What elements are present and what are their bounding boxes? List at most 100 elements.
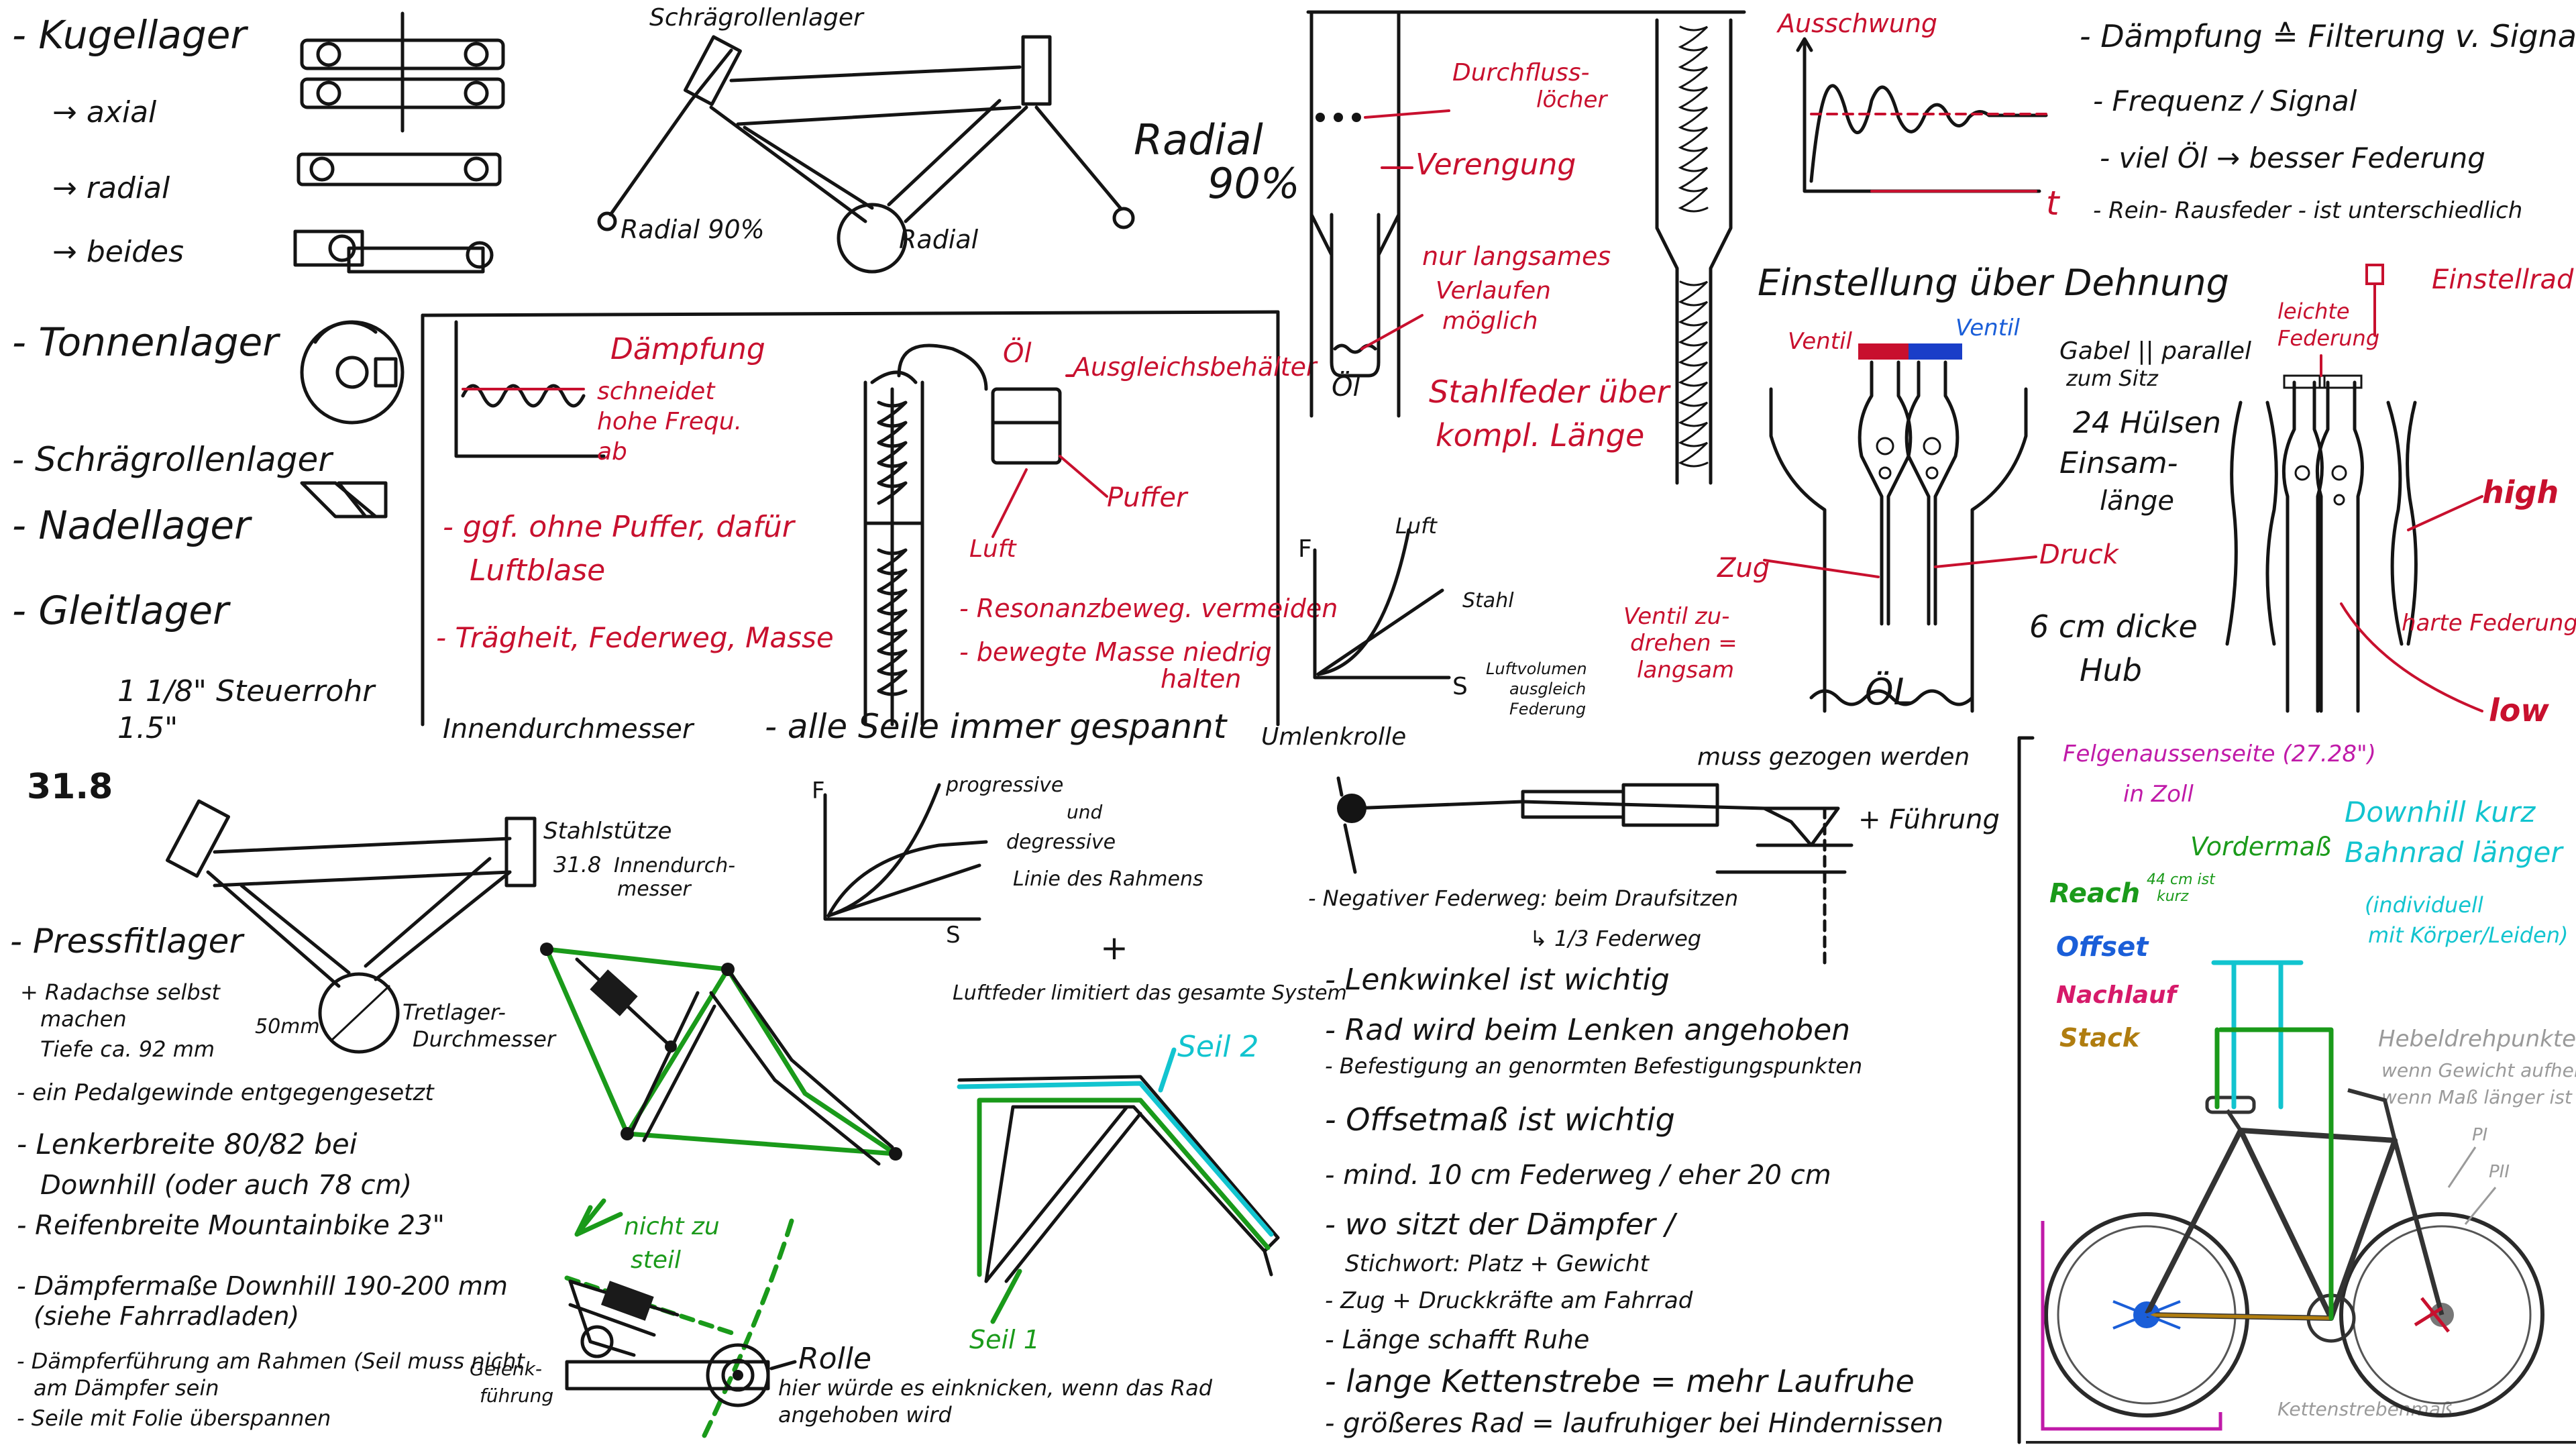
langsam-label: nur langsames bbox=[1422, 241, 1611, 271]
tretlager-label: Tretlager- bbox=[402, 1000, 506, 1025]
gelenk-label: Gelenk- bbox=[470, 1358, 542, 1380]
prog-graph-s: S bbox=[946, 922, 961, 949]
dreh-label-3: wenn Maß länger ist bbox=[2381, 1086, 2573, 1108]
lower-top-tube bbox=[213, 837, 512, 854]
schraegrollenlager-caption: Schrägrollenlager bbox=[649, 4, 865, 32]
rad-label: - Rad wird beim Lenken angehoben bbox=[1325, 1013, 1850, 1047]
hl-left-stanchion bbox=[2225, 400, 2243, 646]
gleitlager-label: - Gleitlager bbox=[12, 588, 231, 633]
tretlager-label-2: Durchmesser bbox=[413, 1026, 557, 1052]
luftfeder-label: Luftfeder limitiert das gesamte System bbox=[953, 981, 1347, 1005]
seile-label: - alle Seile immer gespannt bbox=[765, 707, 1228, 746]
head-tube-bearing bbox=[683, 35, 742, 107]
stahl-label: Stahlfeder über bbox=[1429, 374, 1672, 410]
front-wheel bbox=[2339, 1212, 2544, 1417]
dreh-label-2: wenn Gewicht aufhebt, bbox=[2381, 1059, 2576, 1081]
hier-label: hier würde es einknicken, wenn das Rad bbox=[778, 1375, 1213, 1401]
saddle bbox=[2205, 1095, 2256, 1114]
nadellager-label: - Nadellager bbox=[12, 502, 252, 548]
stahl-label-2: kompl. Länge bbox=[1436, 417, 1644, 453]
lower-seat-tube bbox=[374, 870, 512, 981]
stahl-innen-label-2: messer bbox=[617, 877, 692, 901]
reach-note-2: kurz bbox=[2157, 888, 2189, 905]
traegheit-label: - Trägheit, Federweg, Masse bbox=[436, 621, 834, 654]
puffer-label: Puffer bbox=[1107, 482, 1189, 513]
und-label: und bbox=[1067, 801, 1102, 823]
ventil-blue-label: Ventil bbox=[1955, 315, 2021, 341]
luft-label: Luft bbox=[969, 535, 1018, 563]
steerer-label-2: 1.5" bbox=[117, 711, 178, 745]
rein-raus-label: - Rein- Rausfeder - ist unterschiedlich bbox=[2093, 197, 2522, 224]
zugdruck-label: - Zug + Druckkräfte am Fahrrad bbox=[1325, 1287, 1693, 1314]
ventil-drehen-label-3: langsam bbox=[1637, 657, 1734, 684]
masse-label: - bewegte Masse niedrig bbox=[959, 637, 1272, 667]
bearing-sketches bbox=[293, 11, 505, 519]
huelsen-label-2: Einsam- bbox=[2059, 446, 2178, 480]
reach-green-lines bbox=[2218, 1027, 2334, 1321]
signal-wave bbox=[1809, 84, 2048, 183]
lower-left-frame: Stahlstütze 31.8 Innendurch- messer 50mm… bbox=[165, 799, 735, 1054]
lenker-label-2: Downhill (oder auch 78 cm) bbox=[40, 1170, 412, 1201]
mind-label: - mind. 10 cm Federweg / eher 20 cm bbox=[1325, 1160, 1831, 1191]
druck-label: Druck bbox=[2039, 539, 2120, 570]
fuehrung-label: - Dämpferführung am Rahmen (Seil muss ni… bbox=[17, 1348, 525, 1374]
adjust-oel: ÖL bbox=[1865, 671, 1914, 713]
lower-left-notes: - Pressfitlager + Radachse selbst machen… bbox=[10, 922, 525, 1431]
hier-label-2: angehoben wird bbox=[778, 1402, 952, 1428]
p2-label: PII bbox=[2489, 1162, 2510, 1182]
damping-graph-wave bbox=[461, 384, 586, 408]
cable-frame-diagonal bbox=[984, 1105, 1129, 1283]
pedal-label: - ein Pedalgewinde entgegengesetzt bbox=[17, 1079, 435, 1106]
lenker-label: - Lenkerbreite 80/82 bei bbox=[17, 1128, 358, 1161]
offset-label: Offset bbox=[2056, 932, 2149, 963]
linkage-shock-body bbox=[590, 969, 638, 1016]
langsam-label-2: Verlaufen bbox=[1436, 277, 1551, 305]
offset-note: - Offsetmaß ist wichtig bbox=[1325, 1102, 1675, 1138]
dreh-label: Hebeldrehpunkte bbox=[2378, 1026, 2576, 1053]
zug-label: Zug bbox=[1717, 553, 1770, 584]
schneidet-label: schneidet bbox=[597, 378, 716, 405]
schneidet-label-3: ab bbox=[597, 438, 627, 466]
umlenkrolle-label: Umlenkrolle bbox=[1261, 723, 1406, 751]
linkage-sketches: F S progressive und degressive Linie des… bbox=[470, 773, 1347, 1438]
ventil-drehen-label: Ventil zu- bbox=[1623, 603, 1729, 630]
frequenz-label: - Frequenz / Signal bbox=[2093, 85, 2357, 117]
low-label: low bbox=[2489, 692, 2549, 729]
shock-spring bbox=[877, 400, 908, 505]
gabel-label: Gabel || parallel bbox=[2059, 337, 2251, 365]
damping-box-top-line bbox=[421, 310, 1280, 317]
frame-sketch-top: Schrägrollenlager Radial 90% Radial Radi… bbox=[597, 4, 1300, 274]
fork-oel-label: Öl bbox=[1332, 370, 1360, 402]
cartridge-left bbox=[1858, 360, 1884, 626]
radial-big-label: Radial bbox=[1134, 115, 1263, 164]
fuehrung-label-2: am Dämpfer sein bbox=[34, 1375, 219, 1401]
huelsen-label: 24 Hülsen bbox=[2073, 406, 2221, 440]
bike-fork bbox=[2392, 1140, 2445, 1316]
reservoir-hose bbox=[897, 343, 988, 391]
gabel-label-2: zum Sitz bbox=[2065, 366, 2159, 391]
barrel-bearing-icon bbox=[300, 320, 405, 425]
laenge-label: - Länge schafft Ruhe bbox=[1325, 1325, 1589, 1354]
hub-label-2: Hub bbox=[2080, 652, 2142, 688]
huelsen-label-3: länge bbox=[2100, 486, 2174, 517]
fork-graph-note-3: Federung bbox=[1509, 700, 1586, 718]
gelenk-label-2: führung bbox=[480, 1385, 553, 1407]
fork-graph-luft-curve bbox=[1316, 528, 1411, 676]
tapered-bearing-icon bbox=[300, 481, 388, 519]
pull-shock bbox=[1621, 783, 1719, 827]
durchfluss-label-2: löcher bbox=[1536, 87, 1608, 113]
fork-graph-stahl: Stahl bbox=[1462, 589, 1514, 612]
seil2-label: Seil 2 bbox=[1177, 1030, 1258, 1064]
pull-fuehrung-label: + Führung bbox=[1858, 804, 2000, 835]
prog-graph-axes bbox=[823, 793, 981, 921]
lenkwinkel-label: - Lenkwinkel ist wichtig bbox=[1325, 963, 1670, 997]
seil-1-line bbox=[977, 1097, 1271, 1277]
daempfung-label: Dämpfung bbox=[610, 332, 765, 366]
verengung-label: Verengung bbox=[1415, 148, 1576, 182]
wo-label: - wo sitzt der Dämpfer / bbox=[1325, 1208, 1678, 1242]
rolle-circle bbox=[706, 1343, 770, 1407]
steel-spring-fork bbox=[1655, 18, 1733, 485]
fork-left bbox=[608, 99, 693, 217]
degressive-label: degressive bbox=[1006, 830, 1116, 854]
